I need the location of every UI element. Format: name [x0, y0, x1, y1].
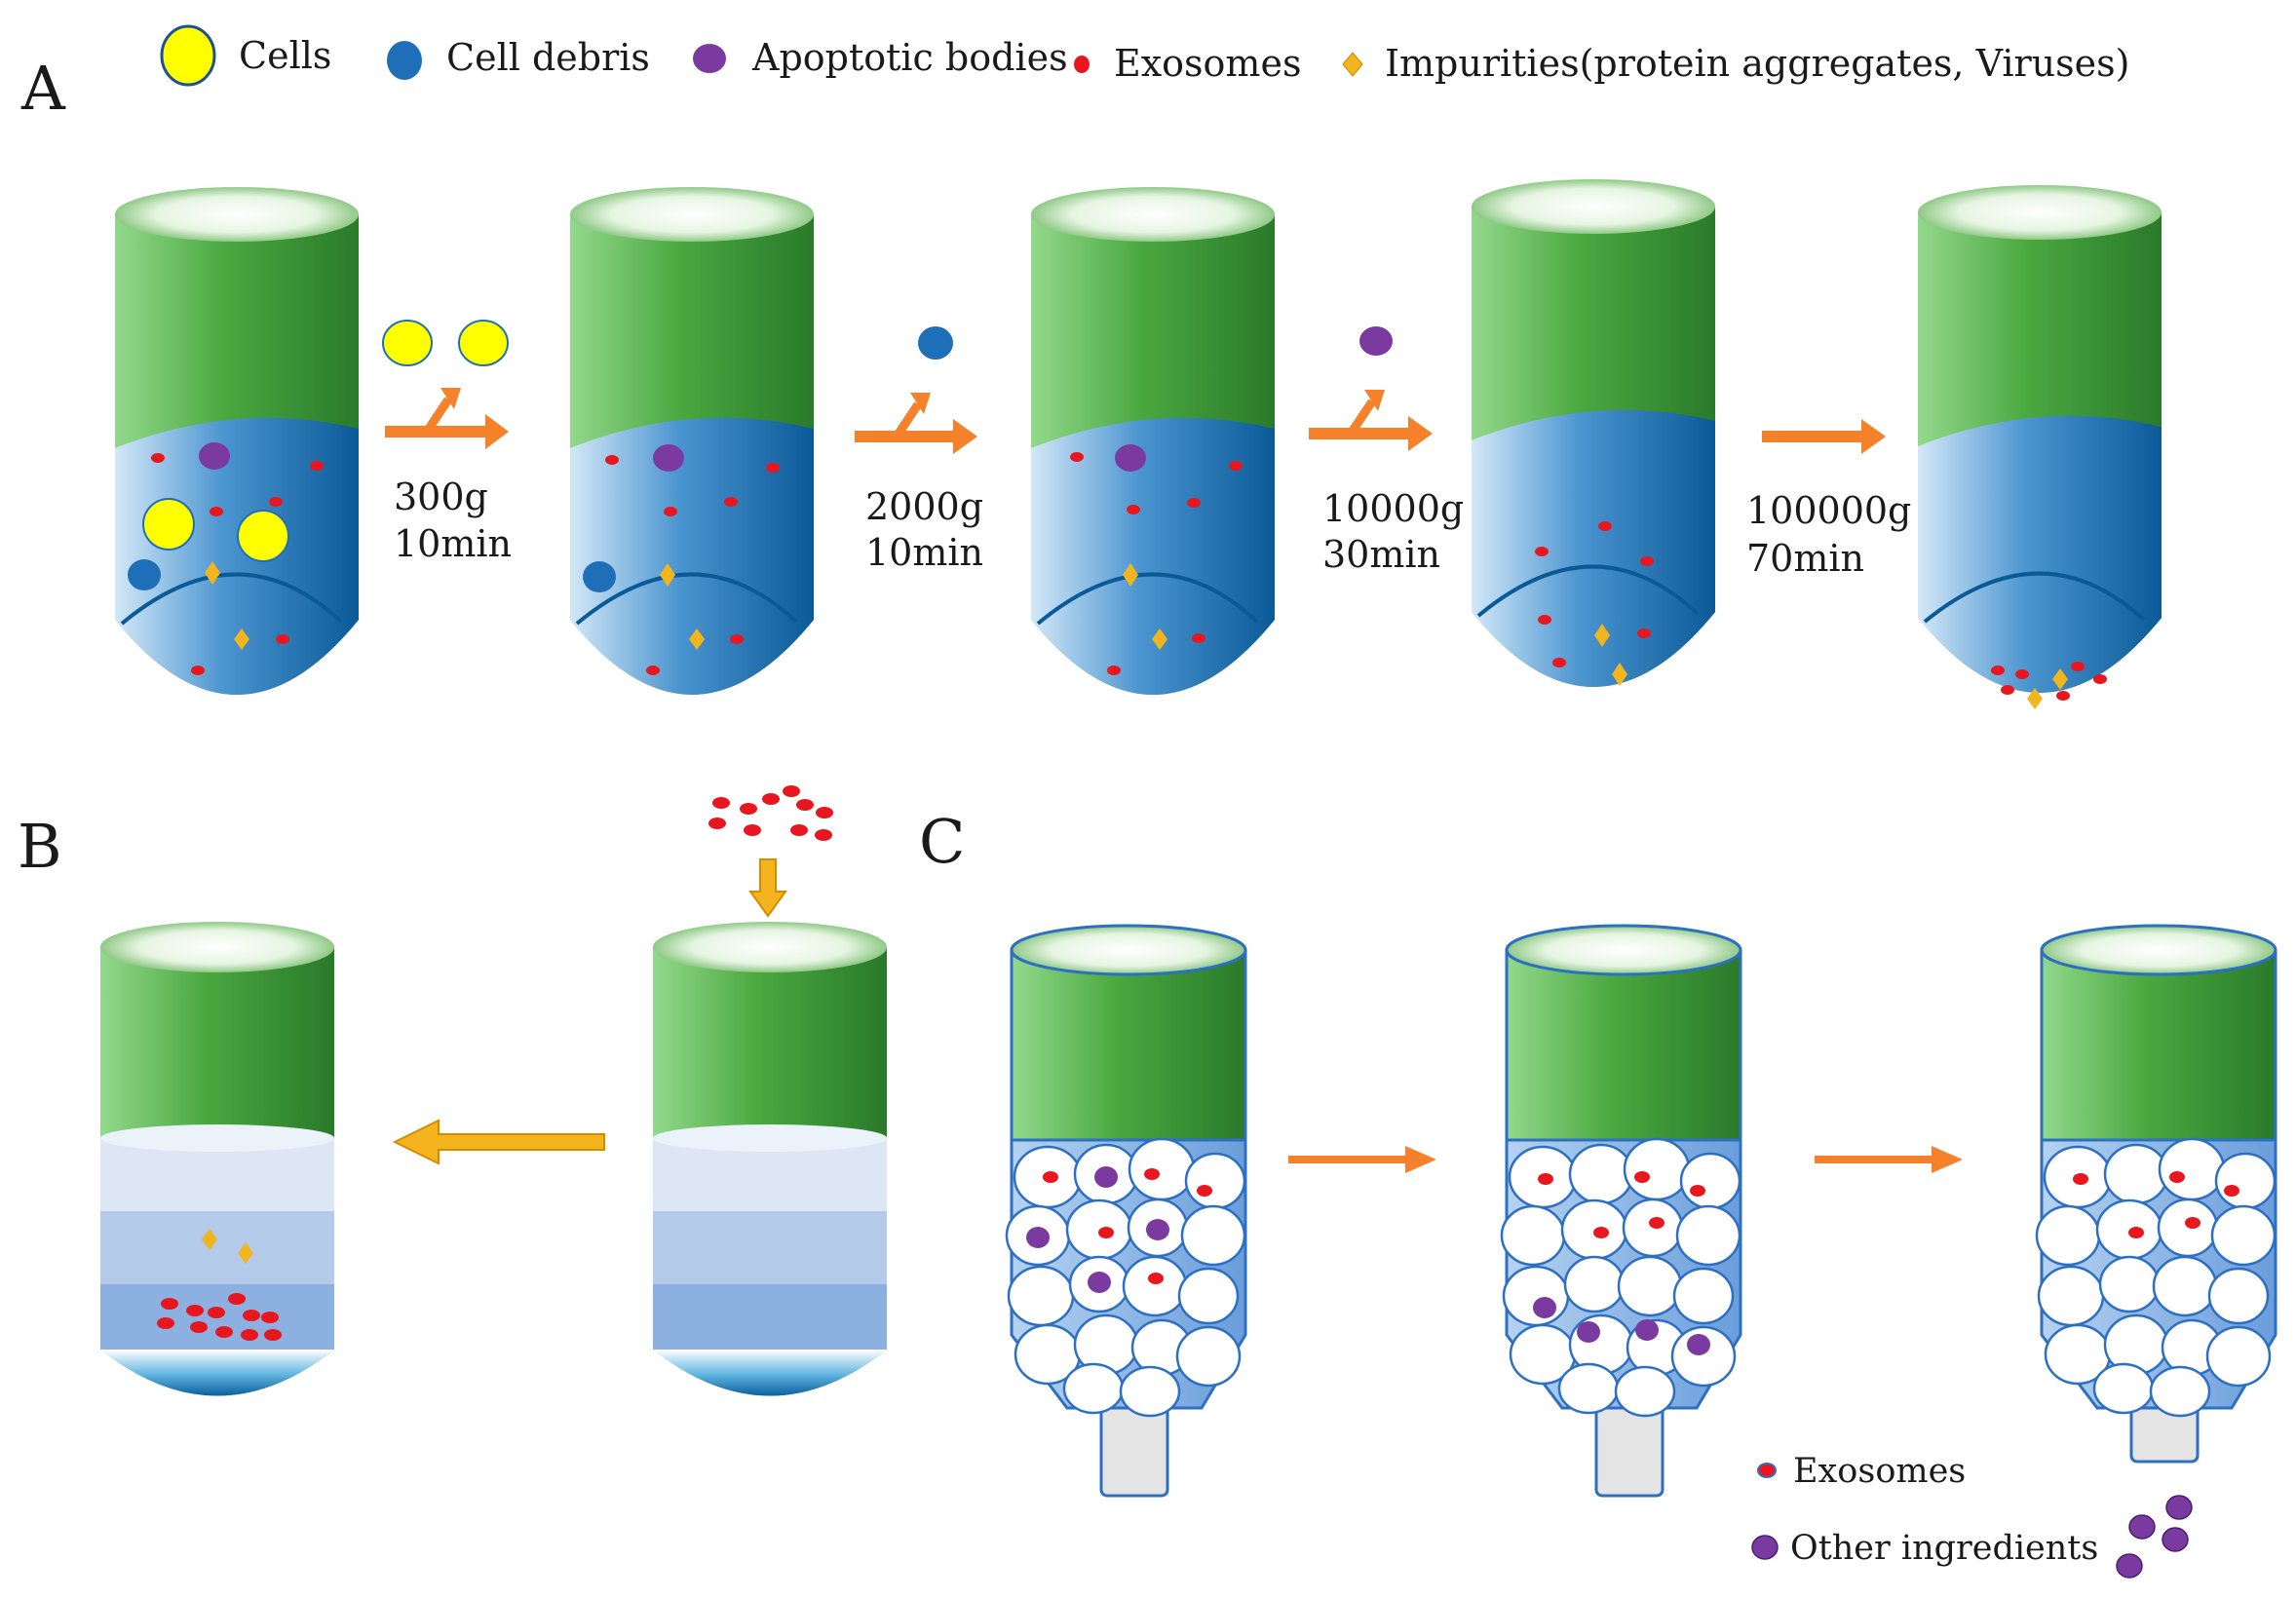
- legend-c-label-other-ingredients: Other ingredients: [1790, 1529, 2098, 1568]
- gradient-tube-result: [100, 922, 334, 1396]
- impurity-band: [202, 1229, 253, 1264]
- apoptotic-body: [1115, 444, 1146, 472]
- exosome-pellet: [1991, 662, 2107, 701]
- apoptotic-body-icon: [693, 44, 726, 73]
- sample-exosomes: [708, 785, 833, 841]
- impurity-group: [205, 561, 249, 650]
- process-arrow-2: [855, 393, 977, 454]
- legend-item-cell-debris: Cell debris: [387, 36, 650, 80]
- panel-c: Exosomes Other ingredients: [1005, 924, 2277, 1579]
- cell-debris: [128, 559, 161, 590]
- gradient-tube-loading: [653, 922, 887, 1396]
- centrifuge-tube-4: [1472, 179, 1715, 687]
- exosome-group: [605, 455, 780, 675]
- other-ingredient-icon: [1751, 1535, 1779, 1560]
- legend-c: Exosomes Other ingredients: [1751, 1452, 2098, 1568]
- sec-column-1: [1005, 924, 1247, 1498]
- cell: [237, 510, 289, 562]
- legend: Cells Cell debris Apoptotic bodies Exoso…: [160, 24, 2129, 87]
- panel-label-a: A: [20, 53, 66, 124]
- step-4-time: 70min: [1746, 537, 1864, 580]
- legend-label-cell-debris: Cell debris: [446, 36, 650, 79]
- sec-column-2: [1500, 924, 1742, 1498]
- cell-debris-icon: [387, 41, 422, 80]
- removed-cell: [382, 320, 433, 366]
- exosome-group: [1535, 521, 1654, 667]
- removed-apoptotic-body: [1359, 326, 1393, 356]
- legend-item-cells: Cells: [160, 24, 331, 87]
- exosome-icon: [1757, 1463, 1777, 1478]
- impurity-icon: [1342, 52, 1363, 77]
- exosome-icon: [1074, 56, 1090, 73]
- apoptotic-body: [199, 442, 230, 470]
- impurity-pellet: [2027, 668, 2068, 709]
- legend-item-impurities: Impurities(protein aggregates, Viruses): [1342, 42, 2129, 85]
- cell-debris: [583, 561, 616, 592]
- sec-column-3: [2035, 924, 2277, 1579]
- loading-arrow: [748, 858, 787, 918]
- process-arrow-1: [385, 388, 509, 449]
- exosome-group: [151, 453, 324, 675]
- centrifuge-tube-2: [570, 187, 814, 695]
- panel-b: [100, 785, 887, 1396]
- exosome-band: [157, 1293, 282, 1341]
- exosome-group: [1070, 452, 1243, 675]
- removed-cell-debris: [918, 326, 953, 360]
- legend-label-cells: Cells: [239, 34, 331, 77]
- exosomes: [1043, 1168, 1212, 1284]
- cell-icon: [160, 24, 216, 87]
- legend-label-exosomes: Exosomes: [1114, 42, 1301, 85]
- legend-label-impurities: Impurities(protein aggregates, Viruses): [1385, 42, 2129, 85]
- beads: [1005, 1137, 1246, 1418]
- exosomes: [1538, 1171, 1705, 1238]
- other-ingredients: [1533, 1297, 1710, 1355]
- beads: [2035, 1137, 2277, 1418]
- legend-c-label-exosomes: Exosomes: [1793, 1452, 1966, 1491]
- step-1-force: 300g: [394, 476, 488, 518]
- other-ingredients: [1026, 1166, 1169, 1293]
- eluted-other-ingredients: [2116, 1495, 2193, 1579]
- step-2-time: 10min: [865, 531, 983, 574]
- removed-cell: [458, 320, 509, 366]
- step-3-time: 30min: [1322, 533, 1440, 576]
- process-arrow-3: [1309, 390, 1433, 451]
- process-arrow-4: [1762, 419, 1886, 454]
- centrifuge-tube-3: [1031, 187, 1275, 695]
- cell: [142, 498, 195, 551]
- panel-a: 300g 10min 2000g 10min 10000g 30min 1000…: [115, 179, 2162, 709]
- column-arrow-1: [1288, 1146, 1436, 1173]
- centrifuge-tube-1: [115, 187, 359, 695]
- legend-item-apoptotic-bodies: Apoptotic bodies: [693, 36, 1068, 79]
- impurity-group: [1123, 563, 1167, 650]
- transfer-arrow: [392, 1119, 605, 1165]
- centrifuge-tube-5: [1918, 185, 2162, 709]
- exosomes: [2073, 1171, 2239, 1238]
- step-3-force: 10000g: [1322, 487, 1464, 530]
- panel-label-c: C: [919, 806, 965, 877]
- apoptotic-body: [653, 444, 684, 472]
- panel-label-b: B: [18, 811, 62, 882]
- step-4-force: 100000g: [1746, 489, 1911, 532]
- step-1-time: 10min: [394, 522, 512, 565]
- legend-label-apoptotic-bodies: Apoptotic bodies: [751, 36, 1068, 79]
- impurity-group: [660, 563, 705, 650]
- legend-item-exosomes: Exosomes: [1074, 42, 1301, 85]
- step-2-force: 2000g: [865, 485, 983, 528]
- column-arrow-2: [1815, 1146, 1963, 1173]
- impurity-group: [1594, 624, 1627, 686]
